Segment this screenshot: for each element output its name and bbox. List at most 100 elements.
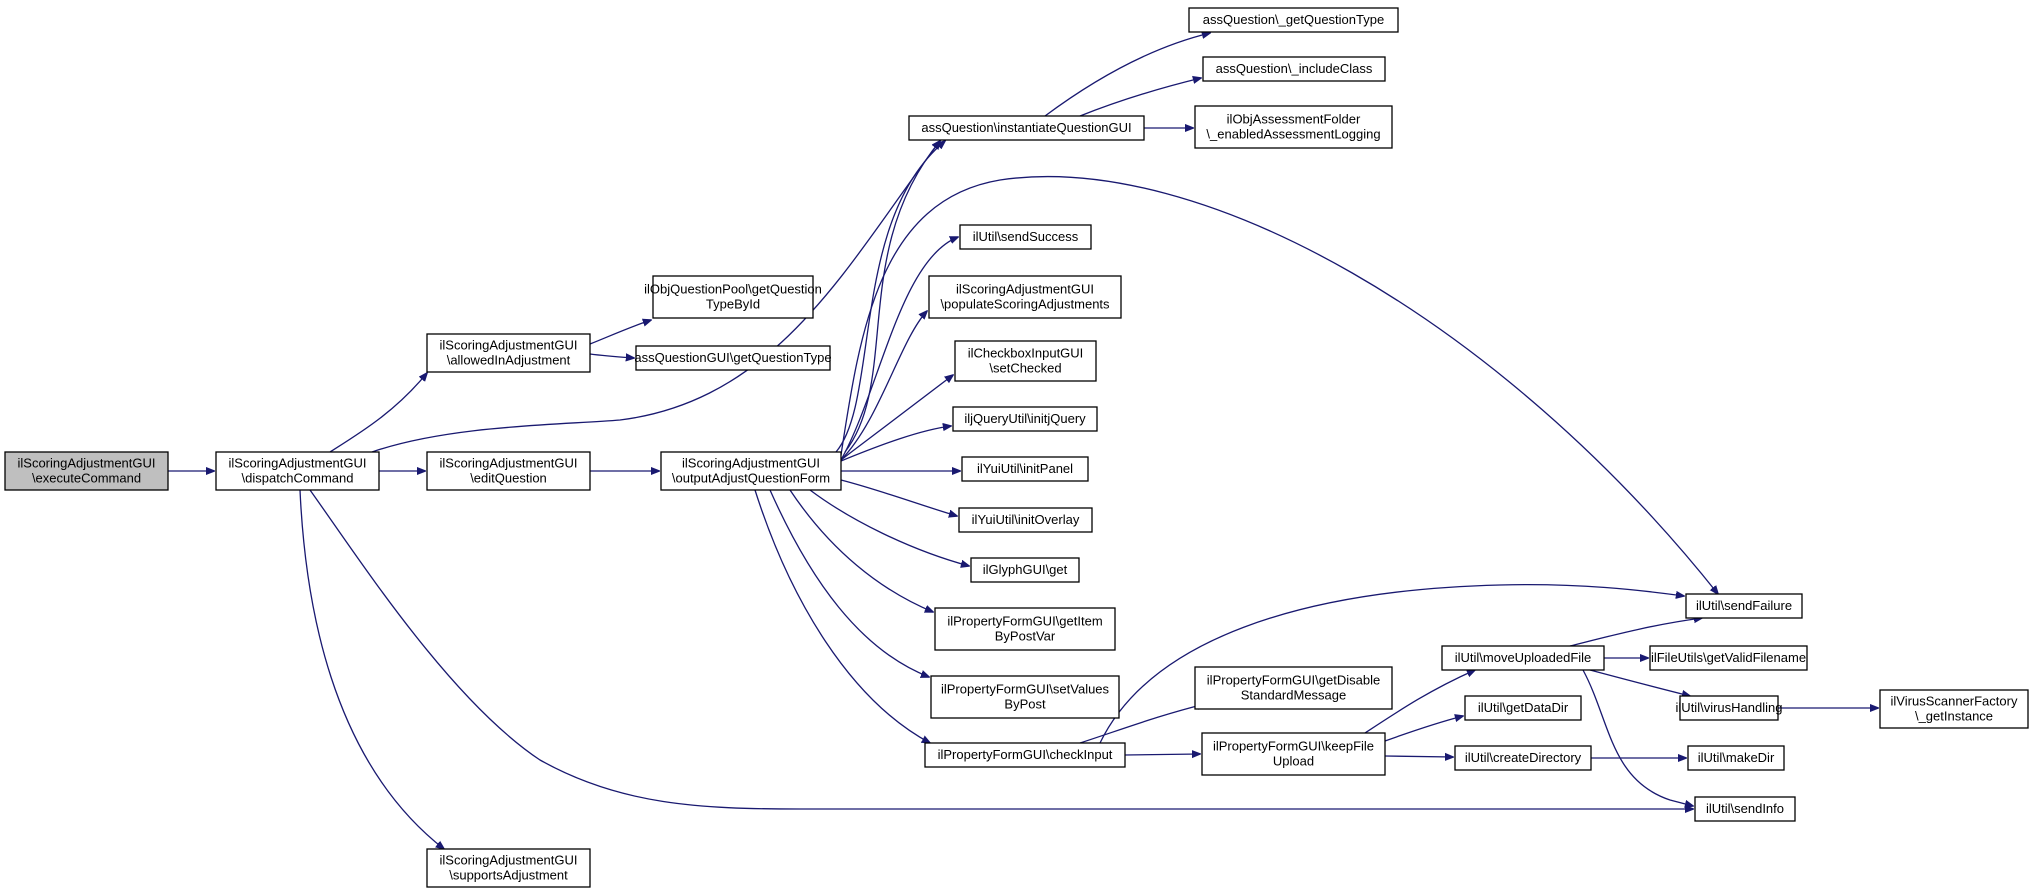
node-glyphGet[interactable]: ilGlyphGUI\get <box>970 557 1080 583</box>
node-getValidFilename[interactable]: ilFileUtils\getValidFilename <box>1649 645 1808 671</box>
node-label: \editQuestion <box>470 471 547 486</box>
node-assQGuiGetType[interactable]: assQuestionGUI\getQuestionType <box>634 345 832 371</box>
node-box <box>934 607 1116 651</box>
edge-outputForm-to-sendSuccess <box>840 237 958 461</box>
node-label: \supportsAdjustment <box>449 868 568 883</box>
node-label: \outputAdjustQuestionForm <box>672 471 830 486</box>
nodes: ilScoringAdjustmentGUI\executeCommand ilS… <box>4 7 2029 888</box>
node-includeClass[interactable]: assQuestion\_includeClass <box>1202 56 1386 82</box>
node-enabledLogging[interactable]: ilObjAssessmentFolder\_enabledAssessment… <box>1194 105 1393 149</box>
node-getQuestionType[interactable]: assQuestion\_getQuestionType <box>1188 7 1399 33</box>
node-initOverlay[interactable]: ilYuiUtil\initOverlay <box>958 507 1093 533</box>
node-label: ilObjAssessmentFolder <box>1227 112 1361 127</box>
node-box <box>970 557 1080 583</box>
node-box <box>1202 56 1386 82</box>
node-label: ilScoringAdjustmentGUI <box>682 456 820 471</box>
node-label: ilScoringAdjustmentGUI <box>440 338 578 353</box>
node-getDisableStd[interactable]: ilPropertyFormGUI\getDisableStandardMess… <box>1194 666 1393 710</box>
edges <box>168 33 1878 849</box>
node-checkInput[interactable]: ilPropertyFormGUI\checkInput <box>924 742 1126 768</box>
node-label: iljQueryUtil\initjQuery <box>964 411 1086 426</box>
node-label: ilUtil\getDataDir <box>1478 700 1569 715</box>
node-box <box>426 848 591 888</box>
edge-checkInput-to-sendFailure <box>1099 584 1684 744</box>
edge-outputForm-to-instantiateGUI <box>844 141 940 453</box>
node-label: ilUtil\makeDir <box>1698 750 1775 765</box>
node-instantiateGUI[interactable]: assQuestion\instantiateQuestionGUI <box>908 115 1145 141</box>
node-label: \dispatchCommand <box>242 471 354 486</box>
node-setChecked[interactable]: ilCheckboxInputGUI\setChecked <box>954 340 1097 382</box>
node-box <box>1188 7 1399 33</box>
node-box <box>1201 732 1386 776</box>
node-createDirectory[interactable]: ilUtil\createDirectory <box>1454 745 1592 771</box>
node-label: assQuestion\_getQuestionType <box>1203 12 1384 27</box>
node-label: Upload <box>1273 754 1314 769</box>
node-executeCommand[interactable]: ilScoringAdjustmentGUI\executeCommand <box>4 451 169 491</box>
edge-keepFileUpload-to-moveUploadedFile <box>1364 670 1475 734</box>
edge-allowedInAdjustment-to-getQuestionTypeById <box>589 320 651 345</box>
node-label: assQuestion\instantiateQuestionGUI <box>921 120 1131 135</box>
node-label: ilVirusScannerFactory <box>1891 694 2018 709</box>
node-virusHandling[interactable]: ilUtil\virusHandling <box>1676 695 1783 721</box>
node-box <box>961 456 1089 482</box>
edge-allowedInAdjustment-to-assQGuiGetType <box>589 354 634 358</box>
node-box <box>215 451 380 491</box>
node-box <box>908 115 1145 141</box>
node-label: \populateScoringAdjustments <box>940 297 1110 312</box>
node-makeDir[interactable]: ilUtil\makeDir <box>1687 745 1785 771</box>
node-allowedInAdjustment[interactable]: ilScoringAdjustmentGUI\allowedInAdjustme… <box>426 333 591 373</box>
node-label: ilPropertyFormGUI\setValues <box>941 682 1110 697</box>
node-box <box>635 345 831 371</box>
node-initjQuery[interactable]: iljQueryUtil\initjQuery <box>952 406 1098 432</box>
node-editQuestion[interactable]: ilScoringAdjustmentGUI\editQuestion <box>426 451 591 491</box>
node-dispatchCommand[interactable]: ilScoringAdjustmentGUI\dispatchCommand <box>215 451 380 491</box>
node-label: ilPropertyFormGUI\checkInput <box>938 747 1113 762</box>
node-label: ilObjQuestionPool\getQuestion <box>644 282 822 297</box>
node-box <box>1441 645 1605 671</box>
edge-outputForm-to-sendFailure <box>840 175 1718 594</box>
edge-outputForm-to-initjQuery <box>840 426 951 462</box>
node-label: ilUtil\moveUploadedFile <box>1455 650 1592 665</box>
node-outputForm[interactable]: ilScoringAdjustmentGUI\outputAdjustQuest… <box>660 451 842 491</box>
node-label: ByPostVar <box>995 629 1056 644</box>
node-box <box>426 451 591 491</box>
edge-outputForm-to-initOverlay <box>840 479 957 516</box>
node-box <box>1679 695 1779 721</box>
node-label: \allowedInAdjustment <box>447 353 571 368</box>
node-label: ilScoringAdjustmentGUI <box>440 456 578 471</box>
node-supportsAdjustment[interactable]: ilScoringAdjustmentGUI\supportsAdjustmen… <box>426 848 591 888</box>
edge-outputForm-to-populateScoring <box>840 311 927 461</box>
node-label: \setChecked <box>989 361 1061 376</box>
node-box <box>928 275 1122 319</box>
edge-outputForm-to-setChecked <box>840 375 953 461</box>
node-label: \_getInstance <box>1915 709 1993 724</box>
node-box <box>652 275 814 319</box>
node-label: ilYuiUtil\initPanel <box>977 461 1073 476</box>
node-box <box>930 675 1120 719</box>
edge-outputForm-to-getItemByPostVar <box>789 489 933 612</box>
node-getDataDir[interactable]: ilUtil\getDataDir <box>1464 695 1582 721</box>
edge-dispatchCommand-to-instantiateGUI <box>371 141 940 453</box>
node-sendFailure[interactable]: ilUtil\sendFailure <box>1685 593 1803 619</box>
node-virusGetInstance[interactable]: ilVirusScannerFactory\_getInstance <box>1879 689 2029 729</box>
node-label: ilScoringAdjustmentGUI <box>440 853 578 868</box>
node-box <box>1194 666 1393 710</box>
node-box <box>426 333 591 373</box>
node-label: ilYuiUtil\initOverlay <box>972 512 1080 527</box>
node-initPanel[interactable]: ilYuiUtil\initPanel <box>961 456 1089 482</box>
node-populateScoring[interactable]: ilScoringAdjustmentGUI\populateScoringAd… <box>928 275 1122 319</box>
node-box <box>1464 695 1582 721</box>
edge-moveUploadedFile-to-virusHandling <box>1589 669 1690 696</box>
node-label: ilCheckboxInputGUI <box>968 346 1084 361</box>
node-sendInfo[interactable]: ilUtil\sendInfo <box>1694 796 1796 822</box>
edge-dispatchCommand-to-sendInfo <box>309 489 1693 809</box>
node-moveUploadedFile[interactable]: ilUtil\moveUploadedFile <box>1441 645 1605 671</box>
node-box <box>1694 796 1796 822</box>
node-label: assQuestion\_includeClass <box>1216 61 1373 76</box>
node-sendSuccess[interactable]: ilUtil\sendSuccess <box>959 224 1092 250</box>
edge-dispatchCommand-to-allowedInAdjustment <box>329 373 427 453</box>
